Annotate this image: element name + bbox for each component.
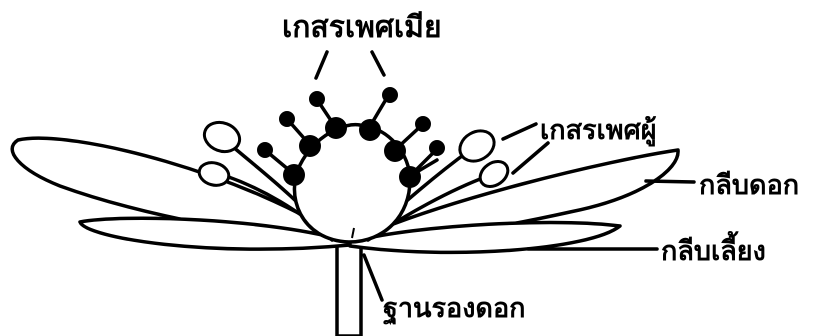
stigma-tip-4 [382,87,398,103]
anther-right-top [454,125,499,167]
stigma-5 [384,140,406,162]
label-pistil: เกสรเพศเมีย [282,4,442,51]
stigma-tip-3 [309,91,325,107]
label-petal: กลีบดอก [699,163,799,206]
pointer-petal [646,181,694,182]
stigma-1 [283,164,305,186]
stigma-tip-2 [279,111,295,127]
label-receptacle: ฐานรองดอก [383,286,526,329]
stigma-3 [325,117,347,139]
stigma-tip-6 [429,140,445,156]
pointer-receptacle [364,255,382,300]
pointer-pistil-left [316,52,327,78]
stigma-4 [359,119,381,141]
stigma-6 [399,166,421,188]
stigma-tip-1 [257,142,273,158]
stigma-2 [299,135,321,157]
pointer-stamen-top [503,124,536,139]
label-sepal: กลีบเลี้ยง [661,229,766,272]
stem [337,238,361,336]
pointer-pistil-right [372,52,384,75]
label-stamen: เกสรเพศผู้ [540,108,657,151]
stigma-tip-5 [415,116,431,132]
